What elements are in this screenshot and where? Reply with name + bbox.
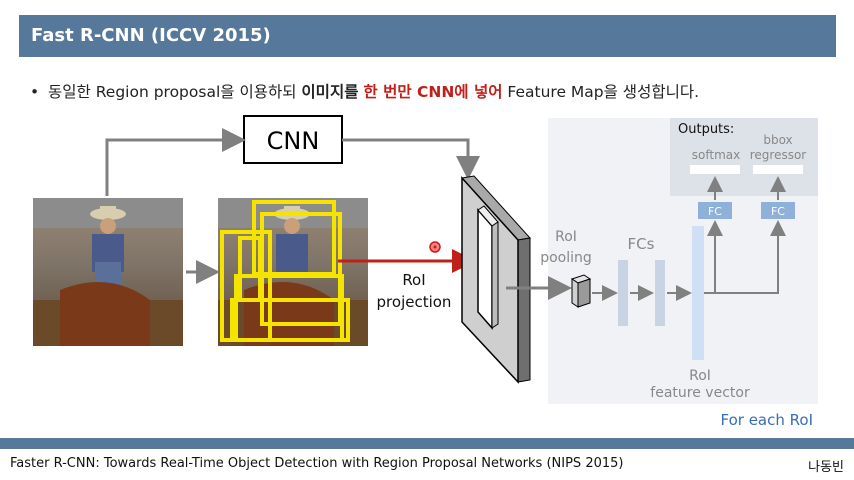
bbox-output-bar: [753, 165, 803, 174]
fcs-label: FCs: [628, 235, 655, 253]
bullet-part1: 동일한 Region proposal을 이용하되: [48, 83, 302, 101]
roi-projection-label-1: RoI: [402, 271, 425, 289]
roi-pooling-label-2: pooling: [540, 250, 592, 266]
bbox-label-1: bbox: [763, 133, 792, 147]
feature-vector-label-1: RoI: [689, 368, 711, 384]
bbox-label-2: regressor: [750, 148, 807, 162]
footer-bar: [0, 438, 854, 449]
roi-projection-label-2: projection: [377, 293, 452, 311]
slide-title: Fast R-CNN (ICCV 2015): [31, 25, 271, 46]
for-each-roi-label: For each RoI: [721, 411, 814, 429]
fc-left-box: [698, 202, 732, 219]
feature-to-fc-right-arrow: [715, 220, 786, 294]
fc-layer-2: [655, 260, 665, 326]
cnn-to-featuremap-arrow: [342, 138, 480, 180]
fc-right-label: FC: [771, 205, 785, 218]
roi-pooling-label-1: RoI: [555, 229, 577, 245]
outputs-label: Outputs:: [678, 122, 734, 137]
title-bar: Fast R-CNN (ICCV 2015): [19, 15, 836, 57]
feature-vector-label-2: feature vector: [650, 385, 750, 401]
roi-box-5: [230, 298, 350, 342]
input-image: [33, 198, 183, 346]
softmax-output-bar: [690, 165, 740, 174]
pointer-dot-center: [433, 245, 437, 249]
conv-feature-map: [461, 175, 531, 384]
fc-layer-1: [618, 260, 628, 326]
bullet-part3: Feature Map을 생성합니다.: [502, 83, 700, 101]
roi-feature-vector: [692, 226, 704, 360]
bullet-dot: •: [30, 83, 40, 101]
image-to-cnn-arrow: [105, 128, 246, 196]
outputs-panel-background: [670, 118, 818, 196]
footer-author: 나동빈: [808, 460, 844, 475]
cnn-box: [243, 115, 343, 164]
roi-box-6: [238, 236, 262, 302]
roi-pooling-layer: [570, 274, 592, 308]
bullet-red-once-cnn: 한 번만 CNN에 넣어: [363, 83, 503, 101]
fc-left-label: FC: [708, 205, 722, 218]
fc-right-box: [761, 202, 795, 219]
footer-reference: Faster R-CNN: Towards Real-Time Object D…: [10, 456, 624, 471]
softmax-label: softmax: [692, 148, 740, 162]
image-with-region-proposals: [218, 198, 368, 346]
bullet-bold-image: 이미지를: [301, 83, 359, 101]
bullet-text: • 동일한 Region proposal을 이용하되 이미지를 한 번만 CNN…: [30, 80, 699, 102]
cnn-label: CNN: [267, 127, 320, 155]
